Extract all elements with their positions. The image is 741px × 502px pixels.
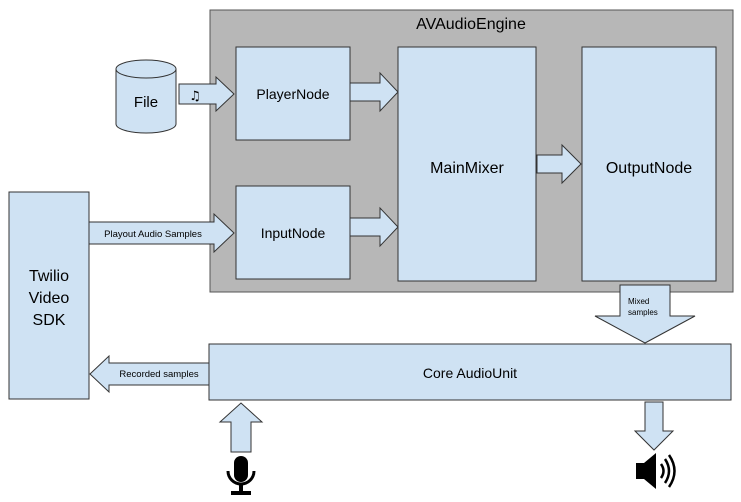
arrow-player-to-mixer — [349, 71, 399, 113]
twilio-sdk-line-2: Video — [29, 290, 70, 307]
input-node-label: InputNode — [261, 225, 326, 241]
twilio-sdk-box — [8, 191, 90, 400]
arrow-mic-up — [218, 402, 264, 453]
arrow-mixed-samples — [594, 284, 696, 344]
core-audiounit-box — [208, 343, 732, 401]
player-node-label: PlayerNode — [256, 86, 329, 102]
music-note-icon: ♫ — [189, 89, 201, 104]
arrow-mixer-to-output — [536, 143, 582, 185]
microphone-icon — [226, 456, 256, 495]
output-node-label: OutputNode — [606, 160, 692, 177]
twilio-sdk-line-3: SDK — [33, 312, 66, 329]
core-audiounit-label: Core AudioUnit — [423, 365, 517, 381]
mixed-samples-label-1: Mixed — [628, 297, 649, 306]
arrow-playout-to-input — [88, 212, 235, 254]
input-node-box — [235, 185, 351, 280]
arrow-speaker-down — [633, 401, 675, 451]
file-label: File — [134, 94, 158, 111]
main-mixer-box — [397, 46, 537, 282]
recorded-samples-label: Recorded samples — [119, 369, 198, 380]
main-mixer-label: MainMixer — [430, 160, 504, 177]
file-cylinder: File — [115, 59, 177, 134]
mixed-samples-label-2: samples — [628, 308, 658, 317]
speaker-icon — [636, 453, 676, 489]
arrow-recorded-to-twilio — [89, 354, 210, 394]
arrow-file-to-player — [178, 75, 235, 113]
twilio-sdk-line-1: Twilio — [29, 268, 69, 285]
output-node-box — [581, 46, 717, 282]
avaudioengine-title: AVAudioEngine — [416, 16, 526, 33]
playout-samples-label: Playout Audio Samples — [104, 229, 202, 240]
arrow-input-to-mixer — [349, 206, 399, 248]
player-node-box — [235, 46, 351, 141]
